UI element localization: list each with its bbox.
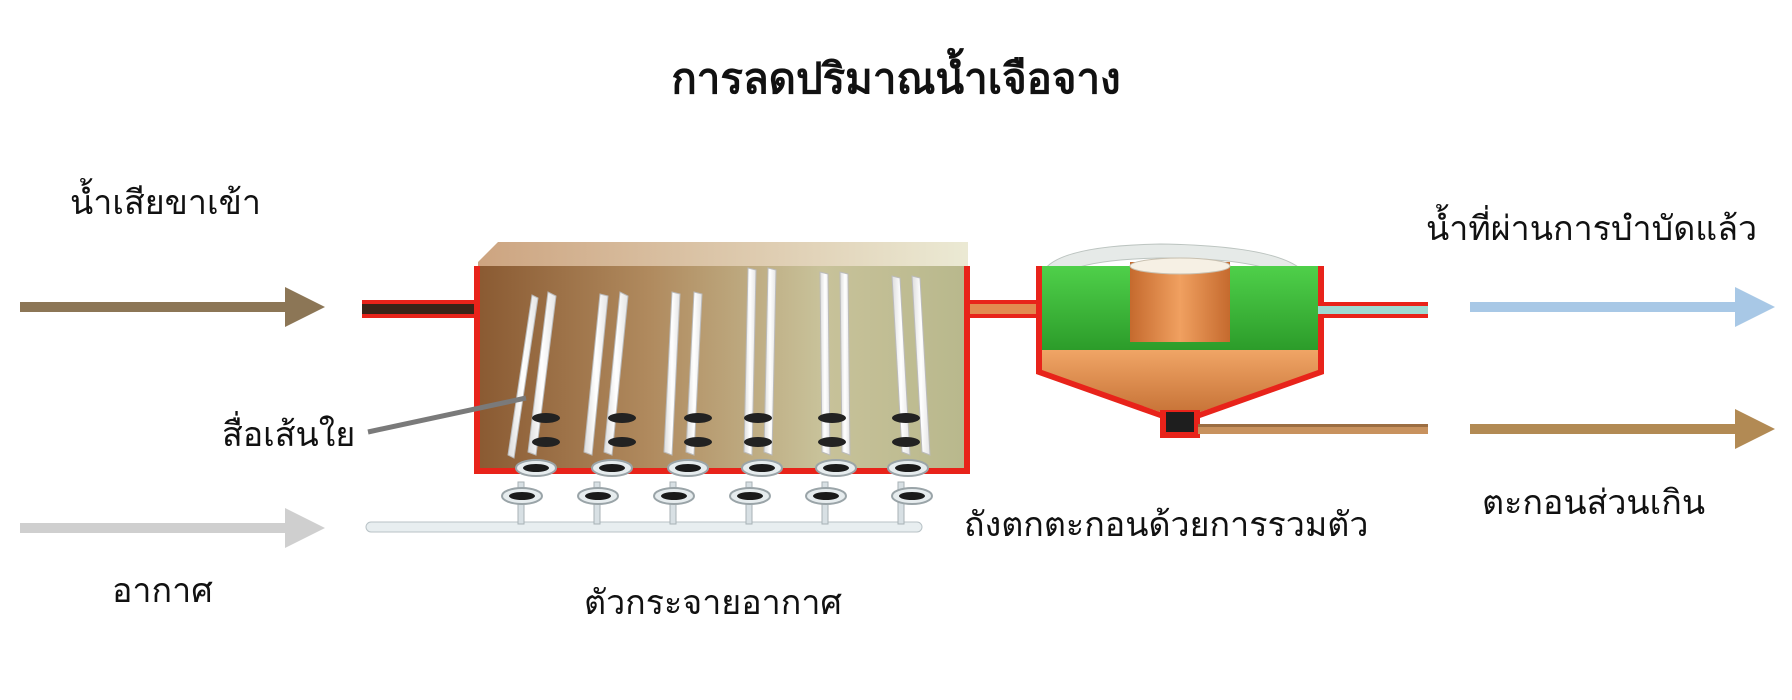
inlet-pipe	[362, 300, 478, 318]
fiber-media-label: สื่อเส้นใย	[222, 415, 356, 455]
fiber-media-sheets	[507, 267, 931, 459]
tank-diffuser-discs	[532, 413, 920, 447]
aeration-tank	[474, 242, 970, 474]
air-label: อากาศ	[112, 571, 213, 611]
fiber-media-pointer	[367, 395, 527, 435]
influent-arrow	[20, 287, 325, 327]
air-diffuser-label: ตัวกระจายอากาศ	[584, 583, 842, 623]
sludge-outlet-pipe	[1198, 424, 1428, 434]
influent-label: น้ำเสียขาเข้า	[70, 183, 261, 223]
excess-sludge-label: ตะกอนส่วนเกิน	[1482, 483, 1706, 523]
excess-sludge-arrow	[1470, 409, 1775, 449]
treated-water-arrow	[1470, 287, 1775, 327]
diagram-title: การลดปริมาณน้ำเจือจาง	[671, 54, 1121, 103]
air-diffuser-assembly	[365, 459, 933, 533]
air-arrow	[20, 508, 325, 548]
treated-water-label: น้ำที่ผ่านการบำบัดแล้ว	[1426, 209, 1758, 249]
clarifier-label: ถังตกตะกอนด้วยการรวมตัว	[964, 505, 1369, 545]
clarifier-tank	[1036, 243, 1324, 438]
